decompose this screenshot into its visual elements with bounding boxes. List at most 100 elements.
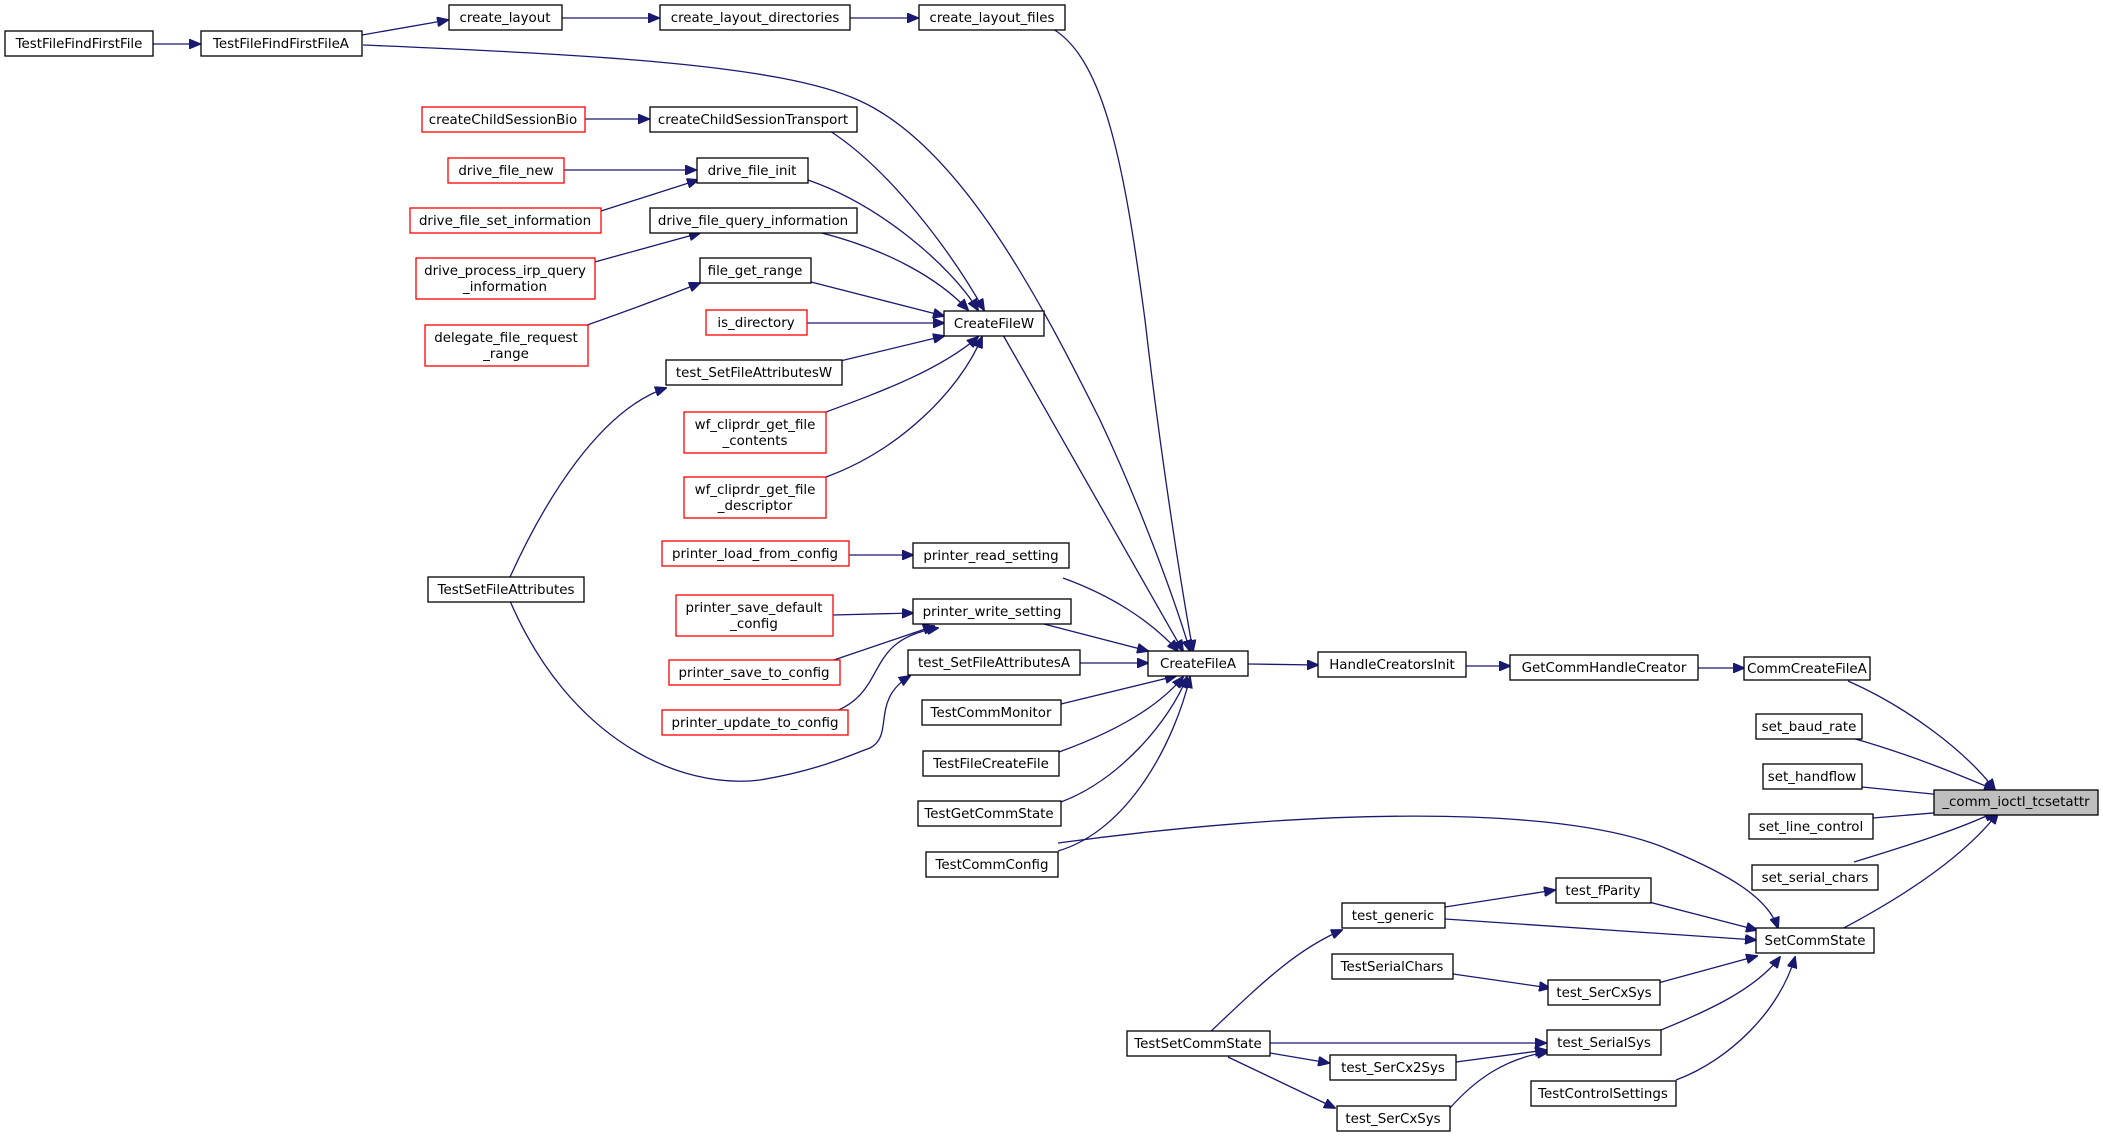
node-box: [1933, 789, 2099, 816]
node-drive-process-irp-query-information[interactable]: drive_process_irp_query _information: [415, 257, 596, 300]
node-test-setfileattributesa[interactable]: test_SetFileAttributesA: [907, 649, 1081, 676]
edge-drive-file-query-information-to-createfilew: [817, 231, 968, 310]
node-label: TestSetFileAttributes: [437, 583, 575, 598]
node-box: [1341, 902, 1446, 929]
node-printer-load-from-config[interactable]: printer_load_from_config: [661, 540, 850, 567]
node-file-get-range[interactable]: file_get_range: [699, 257, 812, 284]
node-box: [415, 257, 596, 300]
node-box: [1147, 650, 1249, 677]
node-label: set_serial_chars: [1762, 871, 1869, 886]
node-drive-file-query-information[interactable]: drive_file_query_information: [649, 207, 858, 234]
node-box: [1547, 979, 1661, 1006]
node-box: [683, 411, 827, 454]
node-wf-cliprdr-get-file-contents[interactable]: wf_cliprdr_get_file _contents: [683, 411, 827, 454]
node-createfilea[interactable]: CreateFileA: [1147, 650, 1249, 677]
node-testfilecreatefile[interactable]: TestFileCreateFile: [922, 750, 1060, 777]
node-box: [649, 207, 858, 234]
node-box: [912, 598, 1072, 625]
node-label: TestCommConfig: [935, 858, 1049, 873]
node-box: [1755, 927, 1875, 954]
node-label: CreateFileW: [954, 317, 1034, 332]
node-testsetcommstate[interactable]: TestSetCommState: [1126, 1030, 1271, 1057]
node-printer-read-setting[interactable]: printer_read_setting: [912, 542, 1070, 569]
node-test-fparity[interactable]: test_fParity: [1555, 877, 1652, 904]
node-testcommmonitor[interactable]: TestCommMonitor: [921, 699, 1062, 726]
node-label: printer_load_from_config: [672, 547, 838, 562]
node-label-line-2: _contents: [722, 434, 788, 449]
node-drive-file-new[interactable]: drive_file_new: [447, 157, 565, 184]
node-label-line-1: printer_save_default: [685, 601, 822, 616]
edge-createfilew-to-createfilea: [1002, 334, 1183, 651]
node-set-line-control[interactable]: set_line_control: [1748, 813, 1874, 840]
node-delegate-file-request-range[interactable]: delegate_file_request _range: [424, 324, 589, 367]
node-test-setfileattributesw[interactable]: test_SetFileAttributesW: [665, 359, 843, 386]
node-test-sercx2sys[interactable]: test_SerCx2Sys: [1329, 1054, 1457, 1081]
node-createchildsessiontransport[interactable]: createChildSessionTransport: [649, 106, 858, 133]
node-testfilefindfirstfile[interactable]: TestFileFindFirstFile: [4, 30, 154, 57]
node-testsetfileattributes[interactable]: TestSetFileAttributes: [427, 576, 585, 603]
edge-test-fparity-to-setcommstate: [1648, 901, 1757, 930]
node-createchildsessionbio[interactable]: createChildSessionBio: [421, 106, 586, 133]
node-testgetcommstate[interactable]: TestGetCommState: [917, 800, 1062, 827]
edge-printer-update-to-config-to-printer-write-setting: [833, 628, 938, 713]
node-box: [921, 699, 1062, 726]
node-label: drive_file_init: [708, 164, 797, 179]
node-set-baud-rate[interactable]: set_baud_rate: [1755, 713, 1863, 740]
node-label: drive_file_set_information: [419, 214, 591, 229]
node-label: drive_file_query_information: [658, 214, 848, 229]
node-box: [1748, 813, 1874, 840]
node-label: CreateFileA: [1160, 657, 1237, 672]
node-printer-save-to-config[interactable]: printer_save_to_config: [668, 659, 841, 686]
edge-testfilefindfirstfilea-to-create-layout: [361, 20, 448, 36]
node-test-sercxsys-upper[interactable]: test_SerCxSys: [1547, 979, 1661, 1006]
node-label-line-2: _config: [729, 617, 778, 632]
node-test-serialsys[interactable]: test_SerialSys: [1546, 1029, 1662, 1056]
node-is-directory[interactable]: is_directory: [705, 309, 808, 336]
node-commcreatefilea[interactable]: CommCreateFileA: [1743, 656, 1871, 681]
node-box: [1329, 1054, 1457, 1081]
node-testfilefindfirstfilea[interactable]: TestFileFindFirstFileA: [200, 30, 363, 57]
node-label: test_SetFileAttributesW: [676, 366, 832, 381]
node-label: printer_update_to_config: [672, 716, 839, 731]
node-label: createChildSessionBio: [429, 113, 577, 128]
edge-createfilea-to-handlecreatorsinit: [1247, 664, 1318, 665]
node-set-serial-chars[interactable]: set_serial_chars: [1751, 864, 1879, 891]
node-label: set_line_control: [1759, 820, 1863, 835]
node-set-handflow[interactable]: set_handflow: [1762, 763, 1863, 790]
node-getcommhandlecreator[interactable]: GetCommHandleCreator: [1509, 654, 1699, 681]
node-label: create_layout: [460, 11, 551, 26]
node-label: test_SetFileAttributesA: [918, 656, 1071, 671]
node-createfilew[interactable]: CreateFileW: [943, 310, 1045, 337]
node-testserialchars[interactable]: TestSerialChars: [1331, 953, 1454, 980]
node-testcontrolsettings[interactable]: TestControlSettings: [1530, 1080, 1677, 1107]
node-printer-save-default-config[interactable]: printer_save_default _config: [675, 594, 834, 637]
node-label: create_layout_files: [929, 11, 1054, 26]
node-label: TestFileFindFirstFile: [15, 37, 143, 52]
node-create-layout-files[interactable]: create_layout_files: [918, 4, 1066, 31]
edge-printer-save-to-config-to-printer-write-setting: [824, 626, 934, 664]
node-comm-ioctl-tcsetattr[interactable]: _comm_ioctl_tcsetattr: [1933, 789, 2099, 816]
node-printer-update-to-config[interactable]: printer_update_to_config: [661, 709, 849, 736]
node-box: [925, 851, 1059, 878]
node-create-layout[interactable]: create_layout: [448, 4, 563, 31]
node-box: [918, 4, 1066, 31]
node-setcommstate[interactable]: SetCommState: [1755, 927, 1875, 954]
node-testcommconfig[interactable]: TestCommConfig: [925, 851, 1059, 878]
node-box: [200, 30, 363, 57]
node-box: [409, 207, 602, 234]
node-test-generic[interactable]: test_generic: [1341, 902, 1446, 929]
node-wf-cliprdr-get-file-descriptor[interactable]: wf_cliprdr_get_file _descriptor: [683, 476, 827, 519]
node-label: printer_read_setting: [923, 549, 1058, 564]
node-box: [448, 4, 563, 31]
node-printer-write-setting[interactable]: printer_write_setting: [912, 598, 1072, 625]
node-drive-file-set-information[interactable]: drive_file_set_information: [409, 207, 602, 234]
node-box: [1317, 651, 1467, 678]
node-box: [661, 709, 849, 736]
node-test-sercxsys-lower[interactable]: test_SerCxSys: [1336, 1105, 1451, 1132]
node-box: [649, 106, 858, 133]
node-handlecreatorsinit[interactable]: HandleCreatorsInit: [1317, 651, 1467, 678]
edge-commcreatefilea-to-target: [1847, 680, 1995, 790]
node-create-layout-directories[interactable]: create_layout_directories: [659, 4, 851, 31]
node-drive-file-init[interactable]: drive_file_init: [696, 157, 809, 184]
